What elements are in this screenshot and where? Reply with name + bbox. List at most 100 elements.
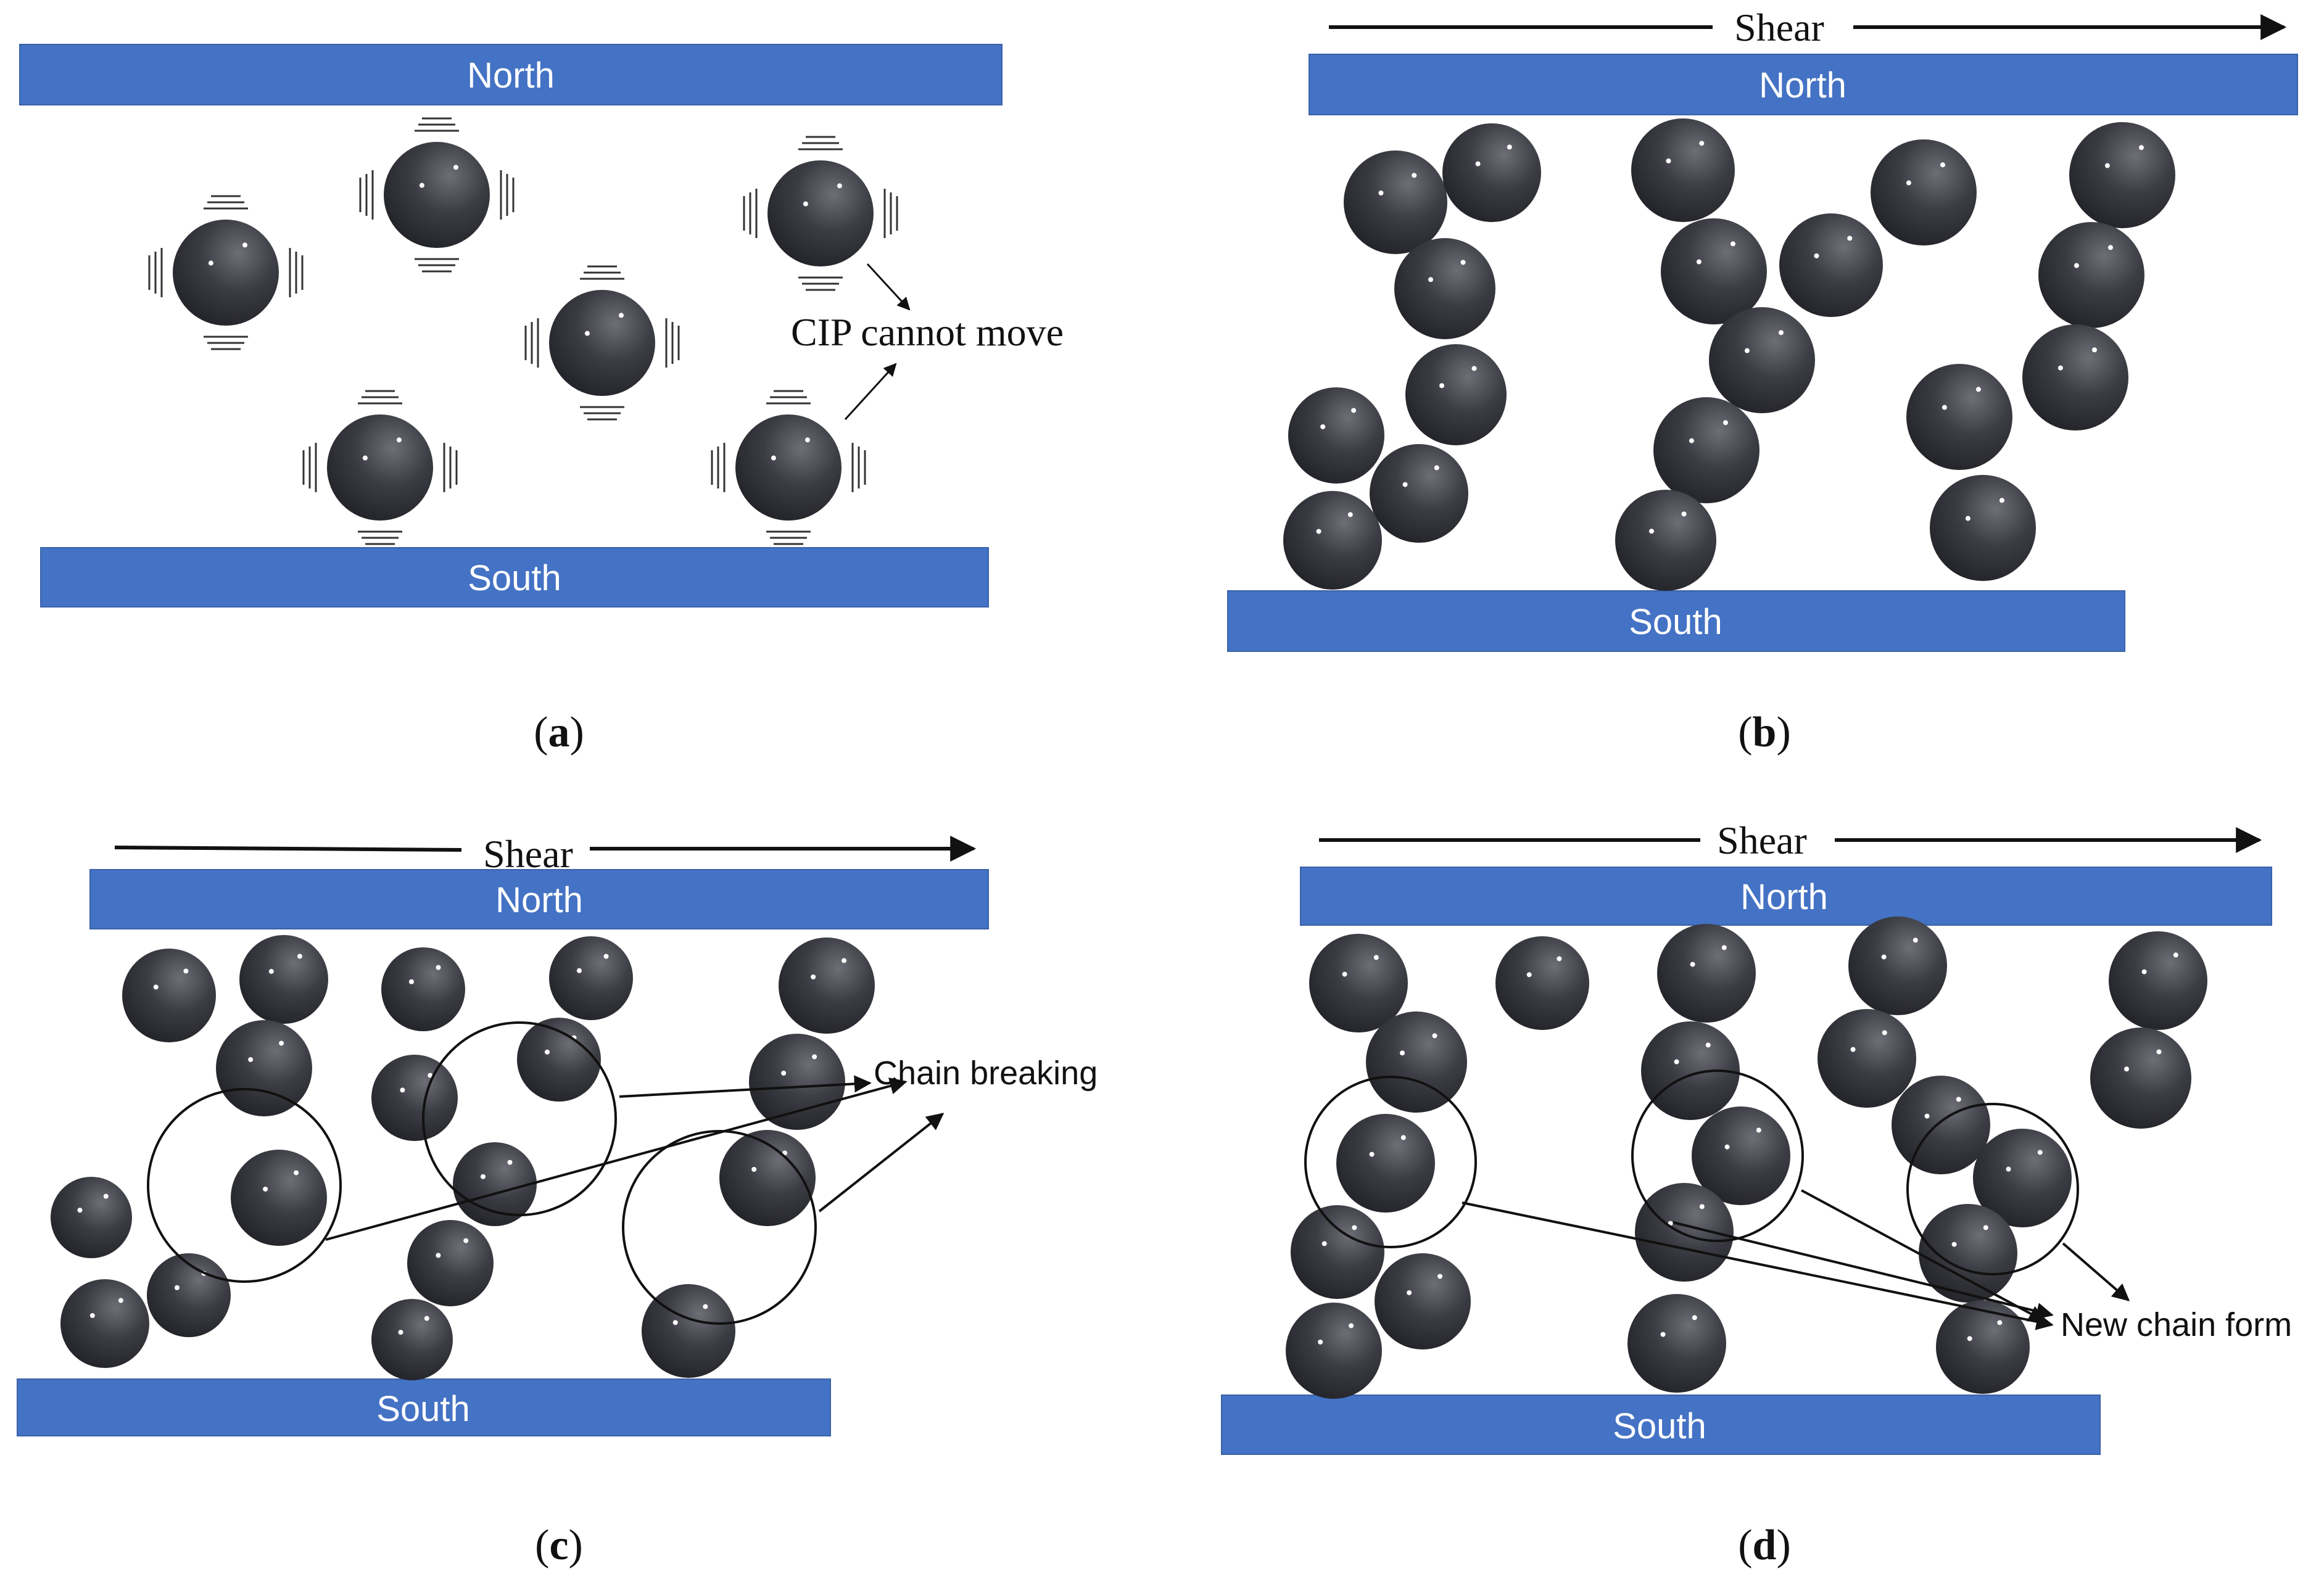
cip-particle [1635, 1183, 1734, 1282]
annotation-arrow [866, 263, 911, 311]
cip-particle [1657, 924, 1756, 1023]
cip-particle [1336, 1114, 1435, 1213]
south-pole-label: South [376, 1389, 470, 1429]
particle-highlight [1956, 1097, 1961, 1102]
annotation-arrow [1801, 1189, 2046, 1322]
particle-highlight [1882, 1030, 1887, 1036]
shear-label: Shear [1717, 818, 1807, 862]
cip-particle [1906, 364, 2012, 470]
particle-highlight [1321, 1241, 1327, 1246]
cip-particle [1286, 1303, 1382, 1399]
particle-highlight [2074, 263, 2079, 268]
particle-highlight [153, 984, 159, 990]
particle-highlight [603, 954, 609, 959]
cip-particle [1309, 934, 1408, 1032]
particle-highlight [263, 1186, 268, 1192]
particle-highlight [2173, 952, 2178, 958]
highlight-circle [1631, 1069, 1804, 1242]
annotation-arrow [1462, 1201, 2054, 1330]
particle-highlight [1351, 408, 1357, 413]
particle-highlight [1924, 1113, 1930, 1119]
particle-highlight [297, 954, 302, 959]
particle-highlight [1373, 955, 1379, 960]
particle-highlight [242, 242, 247, 248]
particle-highlight [1320, 424, 1326, 429]
cip-particle [1344, 150, 1447, 254]
particle-highlight [77, 1208, 83, 1213]
particle-highlight [804, 437, 810, 443]
particle-highlight [1318, 1339, 1323, 1345]
particle-highlight [1951, 1242, 1957, 1247]
cip-particle [384, 142, 490, 248]
annotation-arrow [818, 1113, 945, 1213]
particle-highlight [2156, 1049, 2162, 1055]
particle-highlight [1997, 1320, 2003, 1325]
cip-particle [407, 1220, 494, 1306]
particle-highlight [424, 1316, 429, 1321]
particle-highlight [174, 1285, 180, 1290]
north-pole-bar [1309, 54, 2298, 115]
particle-highlight [103, 1193, 109, 1199]
particle-highlight [771, 455, 776, 461]
cip-particle [122, 949, 216, 1042]
cip-particle [147, 1253, 231, 1337]
north-pole-bar [1300, 867, 2272, 926]
particle-highlight [1378, 190, 1384, 196]
particle-highlight [703, 1304, 708, 1309]
particle-highlight [1352, 1225, 1357, 1230]
particle-group [51, 935, 875, 1380]
shear-arrow [114, 846, 462, 852]
particle-highlight [463, 1238, 469, 1243]
particle-highlight [2138, 145, 2144, 150]
particle-highlight [1460, 260, 1466, 265]
particle-highlight [1965, 516, 1970, 521]
particle-highlight [1692, 1315, 1697, 1320]
cip-particle [1615, 490, 1716, 591]
cip-particle [173, 220, 279, 326]
cip-particle [51, 1177, 132, 1258]
particle-highlight [1705, 1042, 1711, 1048]
particle-highlight [1681, 511, 1687, 517]
south-pole-label: South [468, 558, 561, 598]
particle-highlight [1814, 253, 1819, 258]
particle-highlight [842, 958, 847, 963]
cip-particle [1779, 213, 1883, 317]
particle-highlight [2057, 365, 2063, 371]
particle-highlight [1666, 158, 1671, 163]
south-pole-bar [17, 1378, 831, 1436]
particle-highlight [1428, 277, 1434, 282]
particle-highlight [1342, 971, 1347, 977]
particle-highlight [751, 1166, 757, 1172]
north-pole-label: North [495, 880, 583, 920]
south-pole-label: South [1629, 602, 1722, 642]
particle-highlight [1941, 405, 1947, 410]
north-pole-label: North [467, 56, 555, 96]
cip-particle [1919, 1204, 2017, 1303]
north-pole-label: North [1740, 877, 1828, 917]
cip-particle [1709, 307, 1815, 413]
cip-particle [1366, 1011, 1467, 1113]
particle-highlight [2141, 969, 2147, 974]
cip-particle [549, 290, 655, 396]
particle-highlight [1471, 366, 1477, 371]
cip-particle [719, 1130, 816, 1226]
particle-highlight [400, 1087, 405, 1093]
particle-highlight [1690, 962, 1695, 967]
cip-particle [1394, 238, 1495, 339]
particle-highlight [436, 965, 441, 970]
particle-highlight [2107, 245, 2113, 250]
cip-particle [1405, 344, 1507, 445]
particle-highlight [396, 437, 402, 443]
cip-particle [1375, 1253, 1471, 1349]
cip-particle [231, 1150, 327, 1246]
cip-particle [239, 935, 328, 1024]
particle-highlight [1699, 1204, 1705, 1209]
particle-highlight [294, 1170, 299, 1176]
particle-highlight [2124, 1066, 2130, 1072]
particle-group [173, 142, 874, 521]
particle-highlight [1778, 330, 1784, 336]
particle-highlight [1407, 1290, 1412, 1295]
particle-highlight [544, 1049, 550, 1055]
particle-highlight [1400, 1135, 1406, 1140]
